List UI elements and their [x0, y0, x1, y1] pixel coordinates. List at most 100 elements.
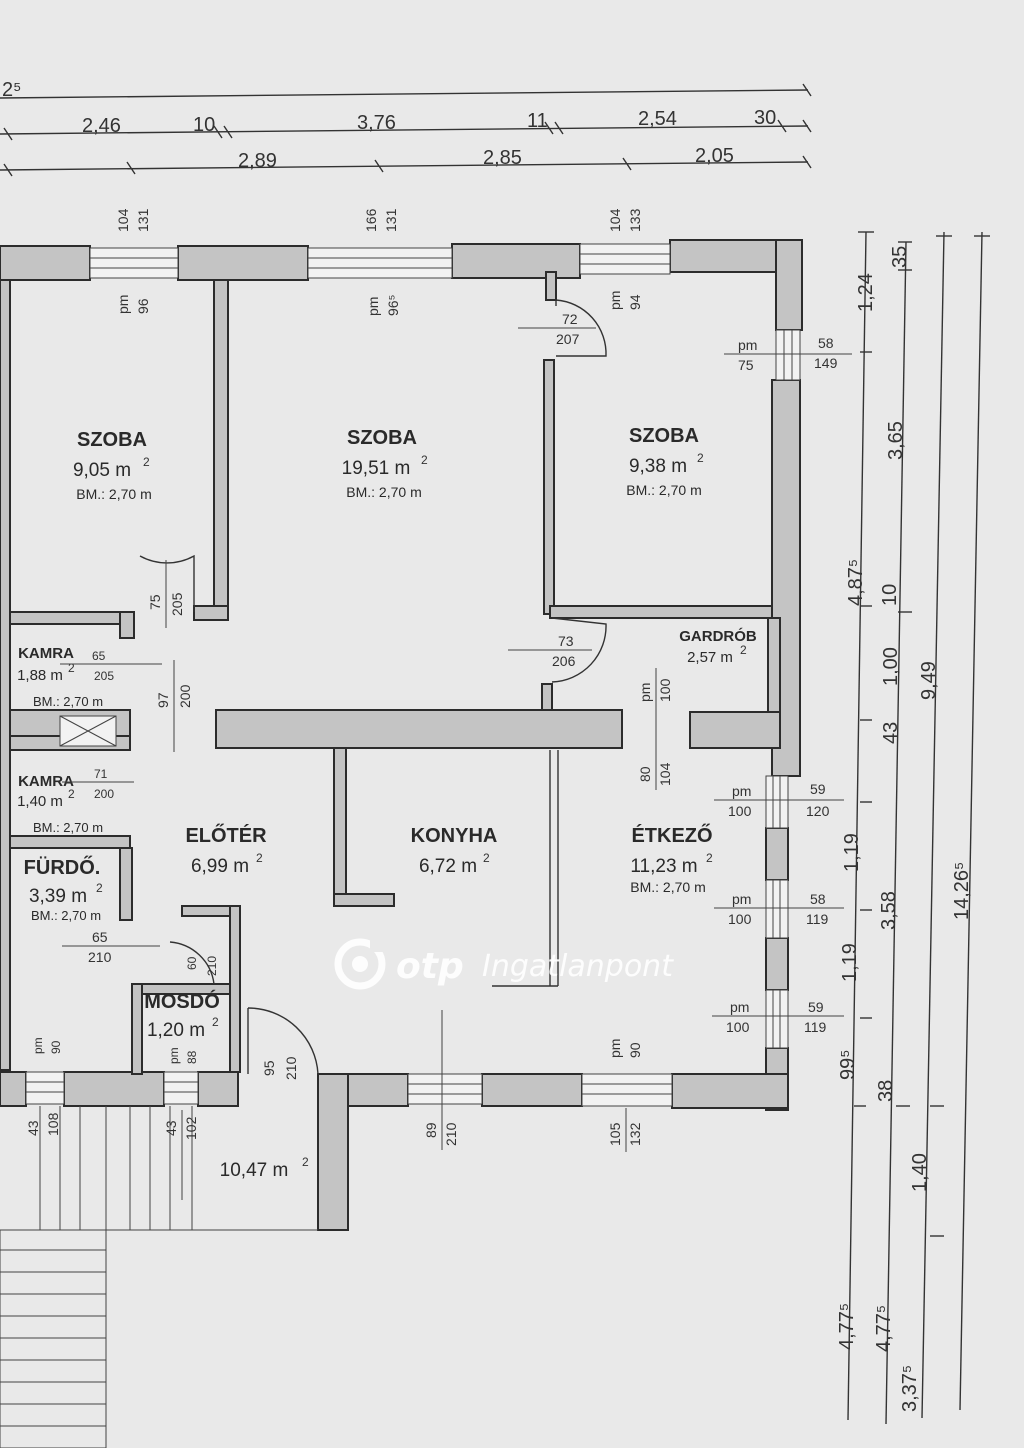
d3-a: 73	[558, 633, 574, 649]
top-dimension-lines: 2⁵ 2,46 10 3,76 11 2,54 30 2,89 2,85 2,0…	[0, 79, 812, 177]
otp-watermark: otp Ingatlanpont	[334, 938, 674, 990]
rw3-c: 58	[810, 891, 826, 907]
d8-a: 60	[185, 956, 199, 970]
pm1-a: pm	[115, 295, 131, 314]
dim-r1-f: 1,19	[841, 833, 863, 872]
w1-a: 104	[115, 208, 131, 232]
room-kamra-1: KAMRA 1,88 m 2 BM.: 2,70 m	[17, 645, 103, 709]
dim-top-2b: 2,85	[483, 147, 522, 169]
room-szoba-3: SZOBA 9,38 m 2 BM.: 2,70 m	[626, 425, 704, 498]
d2-a: 75	[147, 594, 163, 610]
w3-b: 133	[627, 208, 643, 232]
d5-b: 200	[177, 684, 193, 708]
d5-a: 97	[155, 692, 171, 708]
room-etkezo: ÉTKEZŐ 11,23 m 2 BM.: 2,70 m	[630, 824, 713, 895]
room-name: SZOBA	[77, 429, 147, 451]
room-height: BM.: 2,70 m	[33, 820, 103, 835]
room-area: 6,99 m	[191, 856, 249, 877]
pmm-a: pm	[167, 1047, 181, 1064]
dim-r2-c: 9,49	[918, 661, 940, 700]
room-gardrob: GARDRÓB 2,57 m 2	[679, 627, 757, 666]
pmk-b: 90	[627, 1042, 643, 1058]
rw1-b: 75	[738, 357, 754, 373]
pm2-a: pm	[365, 297, 381, 316]
pm2-b: 96⁵	[385, 295, 401, 316]
dim-r1-d: 1,00	[880, 647, 902, 686]
d9-b: 210	[283, 1056, 299, 1080]
w2-b: 131	[383, 208, 399, 232]
pmf-a: pm	[31, 1037, 45, 1054]
dim-top-2a: 2,89	[238, 150, 277, 172]
walls	[0, 239, 803, 1231]
d4-a: 65	[92, 649, 106, 663]
dim-top-1b: 10	[193, 114, 215, 136]
dim-r1-a: 1,24	[855, 273, 877, 312]
sup: 2	[96, 881, 103, 895]
d10-a: 80	[637, 766, 653, 782]
room-area: 3,39 m	[29, 886, 87, 907]
pm3-b: 94	[627, 294, 643, 310]
room-furdo: FÜRDŐ. 3,39 m 2 BM.: 2,70 m	[24, 856, 103, 923]
dim-r2-a: 35	[889, 246, 911, 268]
bw3-a: 89	[423, 1122, 439, 1138]
sup: 2	[212, 1015, 219, 1029]
rw4-b: 100	[726, 1019, 750, 1035]
room-name: ÉTKEZŐ	[631, 824, 712, 847]
sup: 2	[143, 455, 150, 469]
dim-r1-g: 3,58	[878, 891, 900, 930]
dim-top-2c: 2,05	[695, 145, 734, 167]
w1-b: 131	[135, 208, 151, 232]
dim-top-1f: 30	[754, 107, 776, 129]
dim-top-1c: 3,76	[357, 112, 396, 134]
bw2-a: 43	[163, 1120, 179, 1136]
dim-r2-f: 4,77⁵	[873, 1305, 895, 1352]
rw4-d: 119	[804, 1019, 827, 1035]
pmm-b: 88	[185, 1050, 199, 1064]
room-konyha: KONYHA 6,72 m 2	[411, 825, 498, 877]
pmg-b: 100	[657, 678, 673, 702]
room-height: BM.: 2,70 m	[626, 482, 701, 498]
rw3-b: 100	[728, 911, 752, 927]
bw2-b: 102	[183, 1116, 199, 1140]
room-name: GARDRÓB	[679, 627, 757, 645]
sup: 2	[483, 851, 490, 865]
room-szoba-1: SZOBA 9,05 m 2 BM.: 2,70 m	[73, 429, 152, 502]
room-name: SZOBA	[347, 427, 417, 449]
sup: 2	[256, 851, 263, 865]
room-name: SZOBA	[629, 425, 699, 447]
dim-r1-b: 3,65	[885, 421, 907, 460]
rw2-b: 100	[728, 803, 752, 819]
sup: 2	[697, 451, 704, 465]
room-name: FÜRDŐ.	[24, 856, 101, 879]
dim-top-0: 2⁵	[2, 79, 21, 101]
room-name: KONYHA	[411, 825, 498, 847]
bw1-a: 43	[25, 1120, 41, 1136]
room-area: 1,88 m	[17, 667, 63, 684]
d4-b: 205	[94, 669, 114, 683]
rw4-c: 59	[808, 999, 824, 1015]
bw4-a: 105	[607, 1122, 623, 1146]
d7-a: 65	[92, 929, 108, 945]
otp-logo-icon	[334, 938, 388, 990]
rw3-a: pm	[732, 891, 751, 907]
room-name: KAMRA	[18, 645, 74, 662]
rw1-d: 149	[814, 355, 838, 371]
windows	[25, 243, 801, 1107]
d2-b: 205	[169, 592, 185, 616]
dim-top-1e: 2,54	[638, 108, 677, 130]
room-area: 2,57 m	[687, 649, 733, 666]
pmk-a: pm	[607, 1039, 623, 1058]
room-area: 1,20 m	[147, 1020, 205, 1041]
room-area: 6,72 m	[419, 856, 477, 877]
w2-a: 166	[363, 208, 379, 232]
dim-r1-h: 1,19	[839, 943, 861, 982]
room-name: MOSDÓ	[144, 989, 220, 1013]
dim-r2-b: 10	[879, 584, 901, 606]
watermark-brand: otp	[396, 946, 464, 987]
room-area: 19,51 m	[342, 458, 411, 479]
room-name: KAMRA	[18, 773, 74, 790]
room-height: BM.: 2,70 m	[346, 484, 421, 500]
d1-b: 207	[556, 331, 580, 347]
room-area: 9,05 m	[73, 460, 131, 481]
bw1-b: 108	[45, 1112, 61, 1136]
